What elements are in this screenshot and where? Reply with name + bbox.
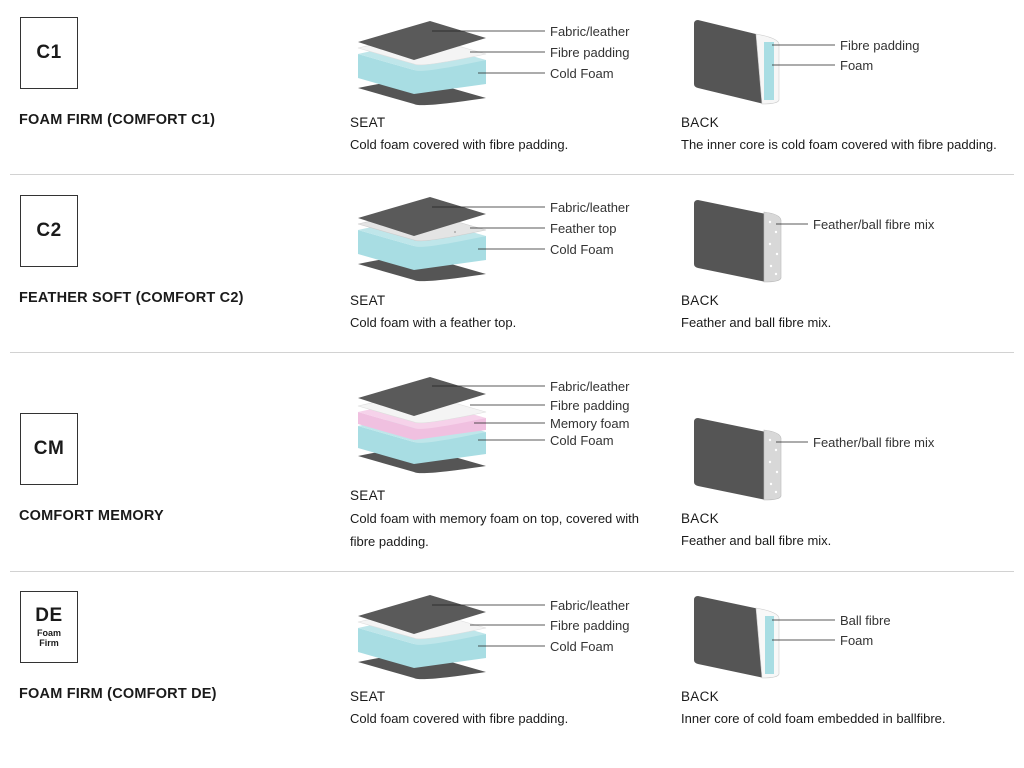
comfort-code-box: DE Foam Firm xyxy=(20,591,78,663)
seat-description-line: Cold foam covered with fibre padding. xyxy=(350,137,569,152)
back-heading: BACK xyxy=(681,689,719,704)
seat-description-line: Cold foam with memory foam on top, cover… xyxy=(350,511,640,526)
back-layer-label: Feather/ball fibre mix xyxy=(813,435,935,450)
seat-layer-label: Cold Foam xyxy=(550,433,614,448)
seat-description-line: fibre padding. xyxy=(350,534,429,549)
back-heading: BACK xyxy=(681,511,719,526)
seat-heading: SEAT xyxy=(350,293,386,308)
comfort-name: FEATHER SOFT (COMFORT C2) xyxy=(19,290,244,306)
seat-description-line: Cold foam covered with fibre padding. xyxy=(350,711,569,726)
comfort-code: C2 xyxy=(36,220,62,241)
seat-description-line: Cold foam with a feather top. xyxy=(350,315,517,330)
comfort-code-box: C2 xyxy=(20,195,78,267)
back-description: Feather and ball fibre mix. xyxy=(681,311,831,334)
seat-layer-label: Fibre padding xyxy=(550,398,630,413)
back-layer-label: Fibre padding xyxy=(840,38,920,53)
seat-layer-label: Fabric/leather xyxy=(550,200,630,215)
seat-description: Cold foam covered with fibre padding. xyxy=(350,133,568,156)
back-heading: BACK xyxy=(681,115,719,130)
seat-layers-diagram: Fabric/leather Fibre padding Cold Foam xyxy=(357,21,630,106)
row-divider xyxy=(10,571,1014,572)
row-divider xyxy=(10,352,1014,353)
comfort-code: DE xyxy=(35,605,63,626)
seat-heading: SEAT xyxy=(350,115,386,130)
back-layer-label: Ball fibre xyxy=(840,613,891,628)
seat-layer-label: Cold Foam xyxy=(550,639,614,654)
seat-layer-label: Feather top xyxy=(550,221,617,236)
comfort-code-box: CM xyxy=(20,413,78,485)
seat-layer-label: Cold Foam xyxy=(550,242,614,257)
back-layer-label: Feather/ball fibre mix xyxy=(813,217,935,232)
back-heading: BACK xyxy=(681,293,719,308)
seat-description: Cold foam with memory foam on top, cover… xyxy=(350,507,639,553)
back-cushion-diagram: Fibre padding Foam xyxy=(694,20,920,105)
back-description: Feather and ball fibre mix. xyxy=(681,529,831,552)
seat-layer-label: Fibre padding xyxy=(550,45,630,60)
comfort-name: FOAM FIRM (COMFORT DE) xyxy=(19,686,217,702)
back-layer-label: Foam xyxy=(840,633,873,648)
back-cushion-diagram: Feather/ball fibre mix xyxy=(694,418,935,501)
comfort-name: FOAM FIRM (COMFORT C1) xyxy=(19,112,216,128)
seat-layer-label: Fibre padding xyxy=(550,618,630,633)
back-description-line: The inner core is cold foam covered with… xyxy=(681,137,997,152)
seat-description: Cold foam with a feather top. xyxy=(350,311,516,334)
comfort-code: CM xyxy=(33,438,65,459)
comfort-code-subtitle: Foam Firm xyxy=(36,628,61,648)
seat-heading: SEAT xyxy=(350,488,386,503)
back-description-line: Feather and ball fibre mix. xyxy=(681,533,832,548)
seat-description: Cold foam covered with fibre padding. xyxy=(350,707,568,730)
back-cushion-diagram: Ball fibre Foam xyxy=(694,596,891,679)
seat-layers-diagram: Fabric/leather Fibre padding Memory foam… xyxy=(357,377,630,474)
seat-layer-label: Fabric/leather xyxy=(550,379,630,394)
seat-layers-diagram: Fabric/leather Fibre padding Cold Foam xyxy=(357,595,630,680)
seat-layer-label: Fabric/leather xyxy=(550,24,630,39)
seat-layer-label: Fabric/leather xyxy=(550,598,630,613)
back-cushion-diagram: Feather/ball fibre mix xyxy=(694,200,935,283)
comfort-name: COMFORT MEMORY xyxy=(19,508,164,524)
back-description-line: Feather and ball fibre mix. xyxy=(681,315,832,330)
back-layer-label: Foam xyxy=(840,58,873,73)
comfort-code-box: C1 xyxy=(20,17,78,89)
seat-layers-diagram: Fabric/leather Feather top Cold Foam xyxy=(357,197,630,282)
row-divider xyxy=(10,174,1014,175)
comfort-code: C1 xyxy=(36,42,62,63)
seat-layer-label: Cold Foam xyxy=(550,66,614,81)
back-description: Inner core of cold foam embedded in ball… xyxy=(681,707,946,730)
seat-layer-label: Memory foam xyxy=(550,416,629,431)
back-description-line: Inner core of cold foam embedded in ball… xyxy=(681,711,946,726)
back-description: The inner core is cold foam covered with… xyxy=(681,133,997,156)
seat-heading: SEAT xyxy=(350,689,386,704)
